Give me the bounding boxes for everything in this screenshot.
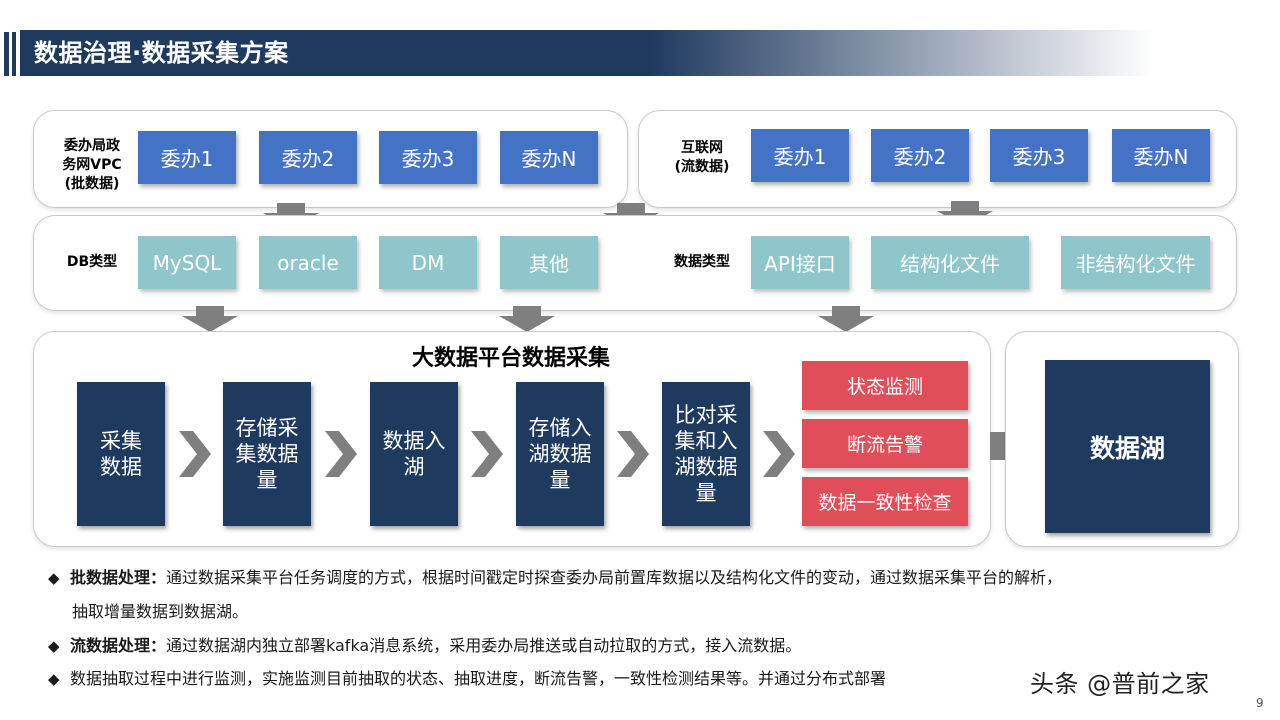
db-type-mysql: MySQL — [138, 236, 236, 289]
monitor-consistency-check: 数据一致性检查 — [802, 477, 968, 526]
step-line: 采集 — [100, 429, 142, 453]
source-box-net-1: 委办1 — [751, 129, 849, 182]
monitor-status: 状态监测 — [802, 361, 968, 410]
watermark: 头条 @普前之家 — [1030, 670, 1210, 698]
page-number: 9 — [1256, 696, 1264, 710]
source-box-gov-1: 委办1 — [138, 131, 236, 184]
note-heading: 流数据处理： — [70, 636, 167, 655]
data-lake-box: 数据湖 — [1045, 360, 1210, 533]
step-collect-data: 采集 数据 — [77, 382, 165, 526]
label-line: (批数据) — [64, 176, 120, 192]
down-arrow-icon — [937, 201, 993, 227]
step-line: 湖 — [403, 455, 425, 479]
step-line: 湖数据 — [528, 442, 592, 466]
source-box-gov-2: 委办2 — [259, 131, 357, 184]
step-line: 数据入 — [382, 429, 446, 453]
step-line: 存储采 — [235, 416, 299, 440]
title-banner — [20, 30, 1280, 76]
note-stream: ◆ 流数据处理：通过数据湖内独立部署kafka消息系统，采用委办局推送或自动拉取的… — [48, 630, 801, 662]
down-arrow-icon — [818, 306, 874, 332]
note-monitoring: ◆ 数据抽取过程中进行监测，实施监测目前抽取的状态、抽取进度，断流告警，一致性检测… — [48, 663, 886, 695]
step-line: 集数据 — [235, 442, 299, 466]
platform-title: 大数据平台数据采集 — [411, 346, 610, 371]
bullet-diamond-icon: ◆ — [48, 670, 60, 688]
bullet-diamond-icon: ◆ — [48, 637, 60, 655]
label-line: 互联网 — [681, 140, 723, 156]
note-batch-continued: 抽取增量数据到数据湖。 — [72, 602, 249, 621]
note-heading: 批数据处理： — [70, 568, 167, 587]
chevron-right-icon — [763, 431, 795, 477]
source-box-net-2: 委办2 — [871, 129, 969, 182]
step-ingest-to-lake: 数据入 湖 — [370, 382, 458, 526]
step-line: 数据 — [100, 455, 142, 479]
step-store-collected-volume: 存储采 集数据 量 — [223, 382, 311, 526]
step-line: 存储入 — [528, 416, 592, 440]
label-line: 务网VPC — [62, 157, 122, 173]
step-line: 比对采 — [674, 403, 738, 427]
step-line: 量 — [256, 468, 278, 492]
title-accent-stripe — [4, 32, 9, 76]
chevron-right-icon — [471, 431, 503, 477]
data-type-label: 数据类型 — [674, 254, 730, 270]
chevron-right-icon — [325, 431, 357, 477]
source-box-net-3: 委办3 — [990, 129, 1088, 182]
source-box-net-n: 委办N — [1112, 129, 1210, 182]
data-type-structured-file: 结构化文件 — [871, 236, 1029, 289]
down-arrow-icon — [499, 306, 555, 332]
db-type-dm: DM — [379, 236, 477, 289]
step-line: 量 — [695, 481, 717, 505]
step-store-ingested-volume: 存储入 湖数据 量 — [516, 382, 604, 526]
source-box-gov-n: 委办N — [500, 131, 598, 184]
step-compare-volumes: 比对采 集和入 湖数据 量 — [662, 382, 750, 526]
source-box-gov-3: 委办3 — [379, 131, 477, 184]
chevron-right-icon — [179, 431, 211, 477]
page-title: 数据治理·数据采集方案 — [34, 39, 289, 67]
db-type-label: DB类型 — [66, 254, 118, 270]
label-line: (流数据) — [674, 159, 730, 175]
label-line: 委办局政 — [64, 138, 120, 154]
db-type-oracle: oracle — [259, 236, 357, 289]
title-accent-stripe — [12, 32, 16, 76]
note-text: 通过数据采集平台任务调度的方式，根据时间戳定时探查委办局前置库数据以及结构化文件… — [166, 568, 1063, 587]
note-batch: ◆ 批数据处理：通过数据采集平台任务调度的方式，根据时间戳定时探查委办局前置库数据… — [48, 562, 1062, 594]
source-group-government-label: 委办局政 务网VPC (批数据) — [52, 137, 132, 194]
step-line: 量 — [549, 468, 571, 492]
data-type-api: API接口 — [751, 236, 849, 289]
down-arrow-icon — [182, 306, 238, 332]
monitor-stream-break-alert: 断流告警 — [802, 419, 968, 468]
data-type-unstructured-file: 非结构化文件 — [1061, 236, 1210, 289]
chevron-right-icon — [617, 431, 649, 477]
source-group-internet-label: 互联网 (流数据) — [662, 139, 742, 177]
db-type-other: 其他 — [500, 236, 598, 289]
note-text: 数据抽取过程中进行监测，实施监测目前抽取的状态、抽取进度，断流告警，一致性检测结… — [70, 669, 887, 688]
note-text: 通过数据湖内独立部署kafka消息系统，采用委办局推送或自动拉取的方式，接入流数… — [166, 636, 802, 655]
step-line: 集和入 — [674, 429, 738, 453]
step-line: 湖数据 — [674, 455, 738, 479]
bullet-diamond-icon: ◆ — [48, 569, 60, 587]
